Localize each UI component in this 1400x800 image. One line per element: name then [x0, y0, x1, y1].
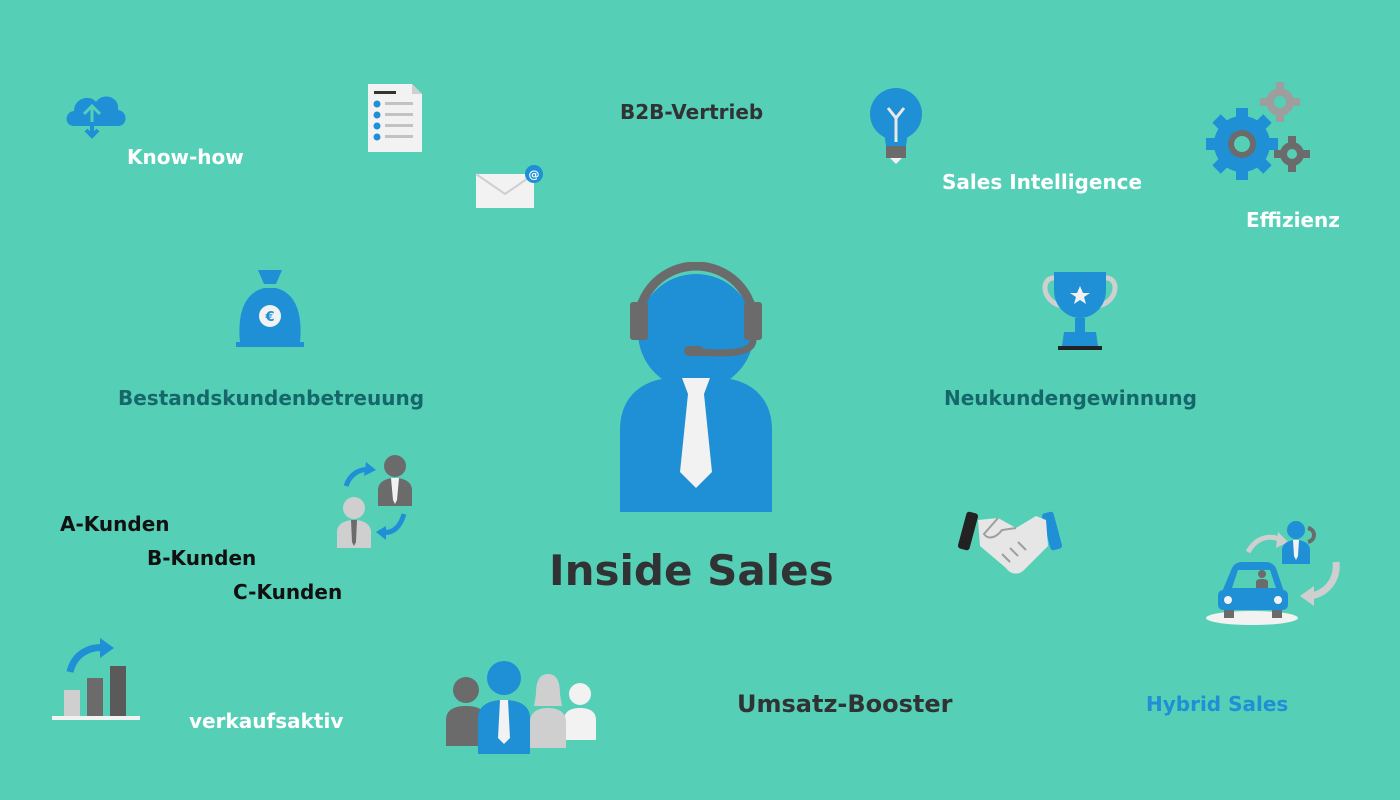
label-a-kunden: A-Kunden: [60, 512, 170, 536]
label-c-kunden: C-Kunden: [233, 580, 343, 604]
label-umsatz-booster: Umsatz-Booster: [737, 690, 953, 718]
cloud-sync-icon: [66, 96, 126, 139]
money-bag-icon: €: [236, 270, 304, 347]
gears-icon: [1206, 82, 1310, 180]
label-hybrid-sales: Hybrid Sales: [1146, 692, 1289, 716]
hybrid-car-icon: [1206, 521, 1340, 625]
trophy-icon: [1042, 272, 1118, 350]
label-effizienz: Effizienz: [1246, 208, 1340, 232]
bar-chart-growth-icon: [52, 638, 140, 720]
label-know-how: Know-how: [127, 145, 244, 169]
checklist-document-icon: [368, 84, 422, 152]
svg-text:€: €: [264, 310, 274, 325]
agent-headset-icon: [620, 262, 772, 512]
label-bestandskundenbetreuung: Bestandskundenbetreuung: [118, 386, 425, 410]
label-b2b-vertrieb: B2B-Vertrieb: [620, 100, 764, 124]
svg-text:@: @: [529, 168, 540, 181]
lightbulb-icon: [870, 88, 922, 164]
label-verkaufsaktiv: verkaufsaktiv: [189, 709, 344, 733]
customer-exchange-icon: [337, 455, 412, 548]
label-sales-intelligence: Sales Intelligence: [942, 170, 1143, 194]
team-icon: [446, 661, 596, 754]
label-neukundengewinnung: Neukundengewinnung: [944, 386, 1197, 410]
main-title: Inside Sales: [549, 546, 834, 595]
handshake-icon: [958, 511, 1063, 574]
email-icon: @: [475, 165, 543, 208]
label-b-kunden: B-Kunden: [147, 546, 257, 570]
